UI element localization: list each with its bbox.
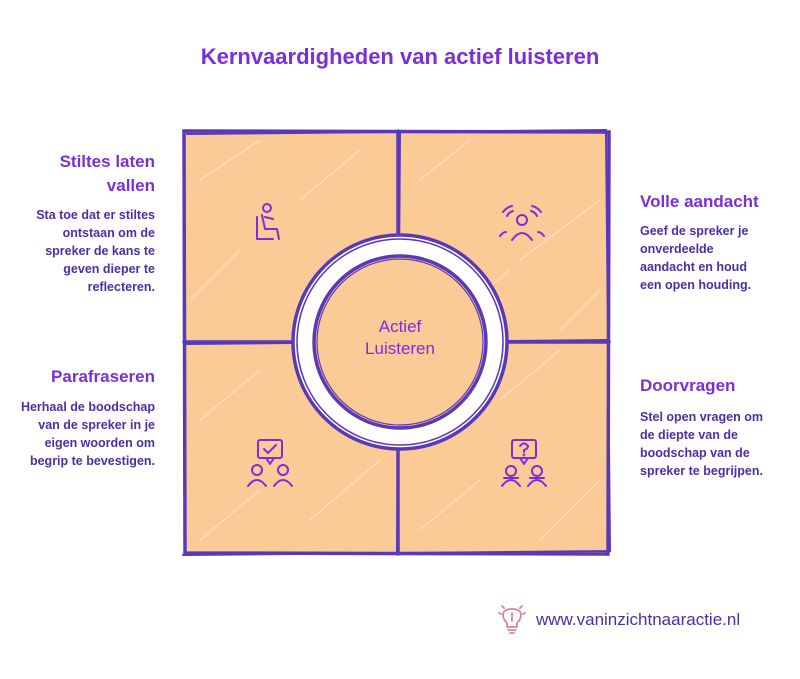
inner-circle [312, 254, 488, 430]
center-label: Actief Luisteren [365, 317, 435, 358]
attention-person-icon [499, 205, 545, 241]
footer-url[interactable]: www.vaninzichtnaaractie.nl [536, 610, 741, 629]
page-title: Kernvaardigheden van actief luisteren [200, 44, 600, 69]
heading-aandacht: Volle aandacht [640, 192, 759, 211]
heading-parafraseren: Parafraseren [51, 367, 155, 386]
seated-person-icon [256, 203, 280, 240]
footer: www.vaninzichtnaaractie.nl [498, 605, 740, 635]
heading-doorvragen: Doorvragen [640, 376, 736, 395]
two-people-question-icon [501, 439, 547, 487]
desc-aandacht: Geef de spreker je onverdeelde aandacht … [640, 224, 752, 292]
lightbulb-icon [498, 605, 526, 634]
desc-parafraseren: Herhaal de boodschap van de spreker in j… [20, 400, 155, 468]
desc-doorvragen: Stel open vragen om de diepte van de boo… [640, 410, 763, 478]
two-people-checkmark-icon [247, 439, 293, 487]
desc-stiltes: Sta toe dat er stiltes ontstaan om de sp… [36, 208, 155, 294]
heading-stiltes: Stiltes laten vallen [59, 152, 155, 195]
